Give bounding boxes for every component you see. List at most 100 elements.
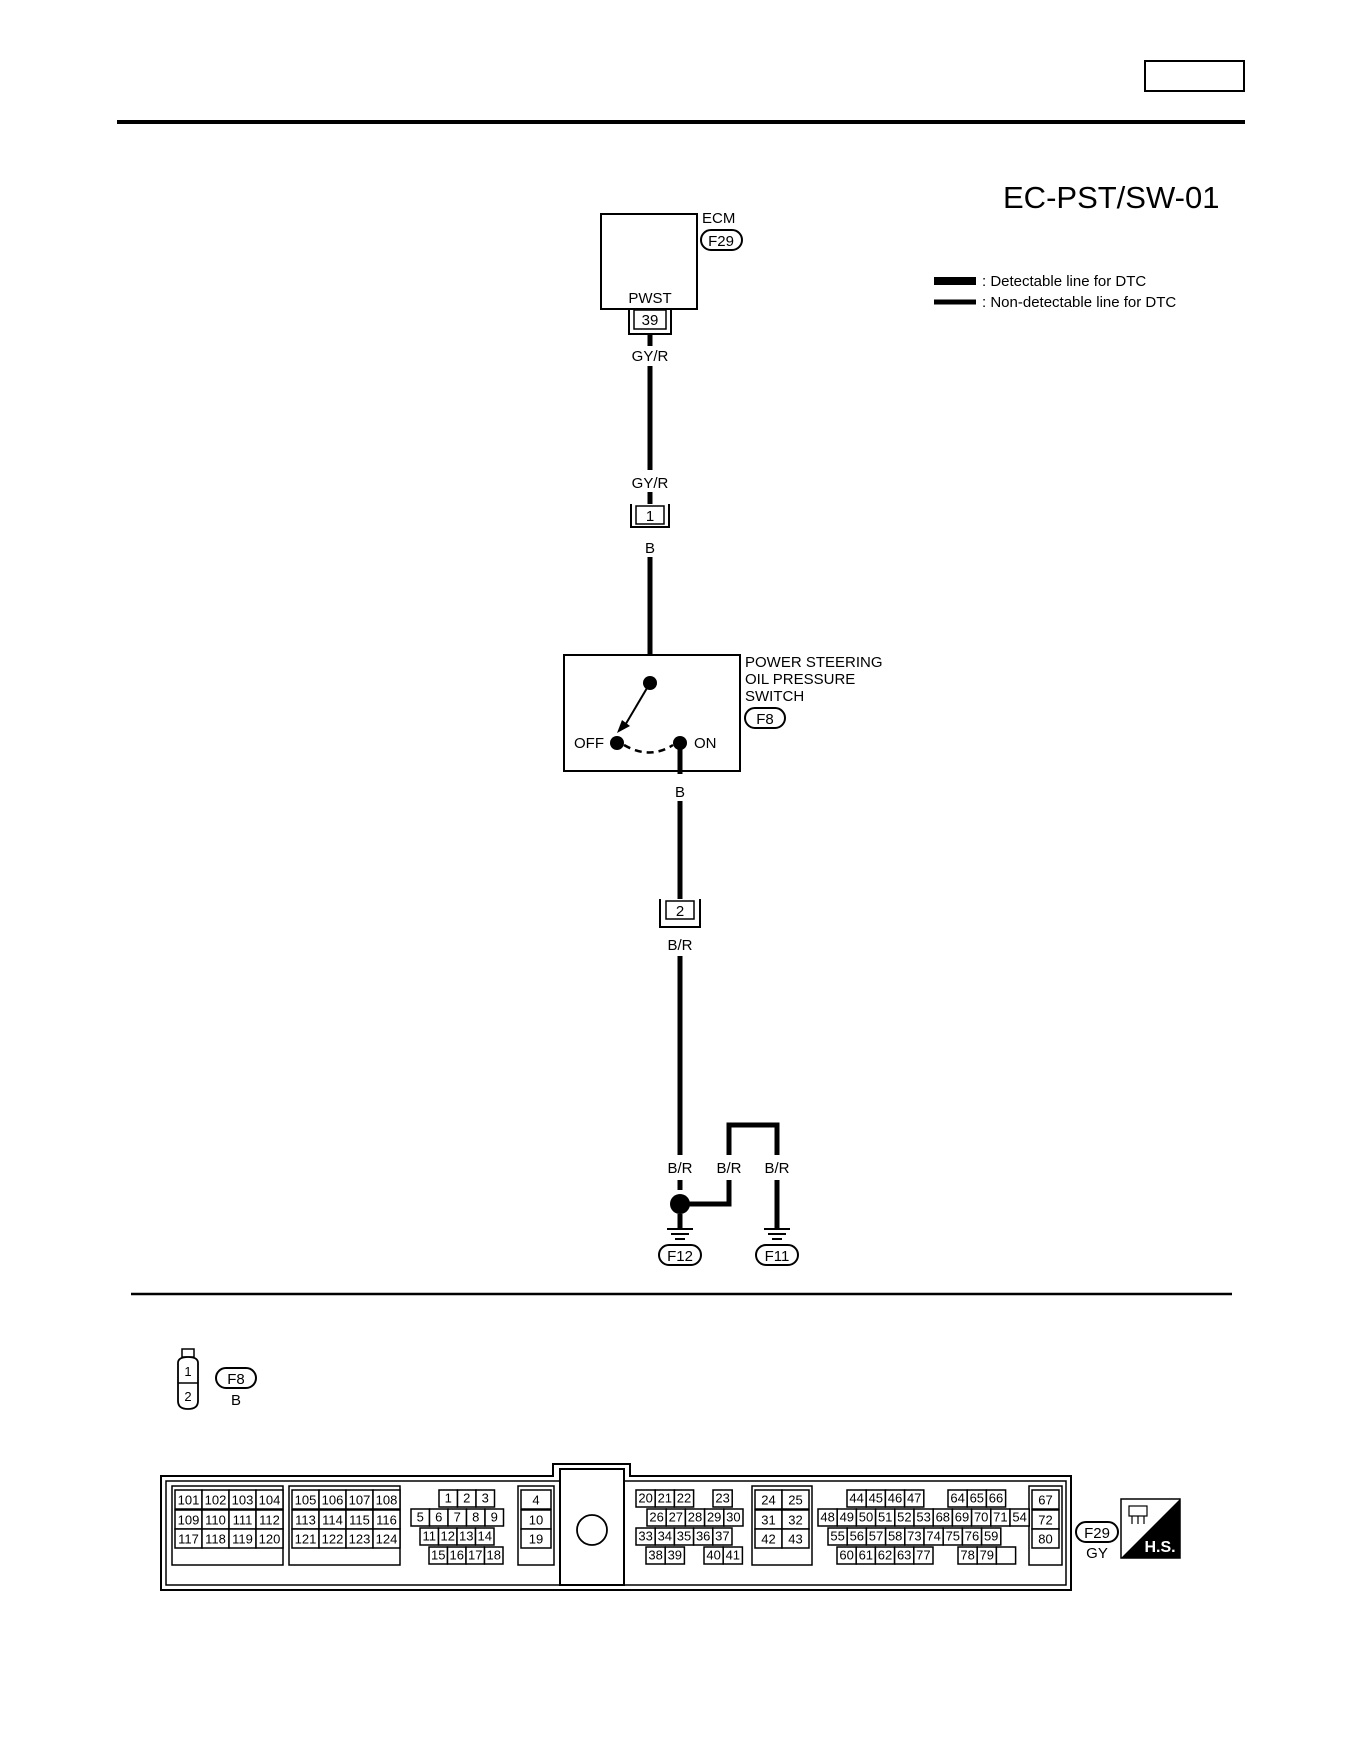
f29-pin-54-cell xyxy=(1009,1508,1030,1527)
f29-pin-19: 19 xyxy=(529,1532,543,1547)
f29-pin-67: 67 xyxy=(1038,1493,1052,1508)
f29-pin-108-cell xyxy=(372,1489,401,1510)
switch-off-contact xyxy=(610,736,624,750)
switch-connector-badge xyxy=(744,707,786,729)
f29-pin-63: 63 xyxy=(897,1548,911,1563)
f29-pin-124: 124 xyxy=(376,1532,398,1547)
f29-pin-118: 118 xyxy=(205,1532,226,1547)
f29-pin-11: 11 xyxy=(423,1529,437,1544)
joint1-terminal: 1 xyxy=(646,508,654,525)
f29-pin-20: 20 xyxy=(638,1491,652,1506)
switch-box xyxy=(563,654,741,772)
f29-pin-22: 22 xyxy=(677,1491,691,1506)
f29-pin-61: 61 xyxy=(859,1548,873,1563)
f29-pin-25: 25 xyxy=(788,1493,802,1508)
f29-pin-41: 41 xyxy=(726,1548,740,1563)
ecm-component: ECM F29 PWST 39 GY/R xyxy=(600,210,743,365)
f29-connector-id: F29 xyxy=(1084,1525,1110,1542)
f29-pin-42: 42 xyxy=(761,1532,775,1547)
f29-pin-51: 51 xyxy=(878,1510,892,1525)
f8-pin-2: 2 xyxy=(184,1389,191,1404)
f29-pin-21: 21 xyxy=(658,1491,672,1506)
f29-pin-26: 26 xyxy=(649,1510,663,1525)
f29-pin-76: 76 xyxy=(965,1529,979,1544)
hs-badge-text: H.S. xyxy=(1144,1539,1175,1556)
f29-pin-30: 30 xyxy=(726,1510,740,1525)
switch-name-line-1: POWER STEERING xyxy=(745,654,883,671)
hs-badge: H.S. xyxy=(1120,1498,1181,1559)
f29-pin-68: 68 xyxy=(936,1510,950,1525)
switch-on-label: ON xyxy=(694,735,717,752)
f29-pin-59: 59 xyxy=(984,1529,998,1544)
switch-travel-arc xyxy=(623,743,674,754)
f29-pin-59-cell xyxy=(980,1527,1002,1546)
f29-pin-41-cell xyxy=(722,1546,744,1565)
legend: : Detectable line for DTC : Non-detectab… xyxy=(934,273,1176,311)
f29-pin-3-cell xyxy=(475,1489,496,1508)
f29-pin-53: 53 xyxy=(916,1510,930,1525)
f29-pin-31: 31 xyxy=(761,1513,775,1528)
f29-pin-71: 71 xyxy=(993,1510,1007,1525)
f29-pin-75: 75 xyxy=(946,1529,960,1544)
f29-pin-65: 65 xyxy=(970,1491,984,1506)
hs-connector-icon xyxy=(1128,1505,1148,1517)
f29-pin-37-cell xyxy=(712,1527,733,1546)
f29-pin-39-cell xyxy=(664,1546,686,1565)
joint2-terminal: 2 xyxy=(676,903,684,920)
joint-connector-1: 1 B xyxy=(630,504,670,557)
f29-pin-30-cell xyxy=(723,1508,744,1527)
f29-pin-113: 113 xyxy=(295,1513,316,1528)
f29-pin-4-cell xyxy=(520,1489,552,1510)
f29-pin-119: 119 xyxy=(232,1532,253,1547)
f29-pin-25-cell xyxy=(781,1489,810,1510)
f29-pin-14-cell xyxy=(474,1527,495,1546)
f29-pin-107: 107 xyxy=(349,1493,371,1508)
connector-view-f8: 1 2 F8 B xyxy=(177,1348,257,1410)
legend-non-detectable-label: : Non-detectable line for DTC xyxy=(982,294,1176,311)
f29-pin-5: 5 xyxy=(417,1510,424,1525)
f29-pin-12: 12 xyxy=(441,1529,455,1544)
ecm-connector-id: F29 xyxy=(708,233,734,250)
ecm-terminal-label: PWST xyxy=(628,290,671,307)
joint-connector-2: 2 B/R xyxy=(659,899,701,954)
f29-pin-28: 28 xyxy=(688,1510,702,1525)
f29-pin-39: 39 xyxy=(668,1548,682,1563)
f29-pin-23: 23 xyxy=(715,1491,729,1506)
f29-pin-36: 36 xyxy=(696,1529,710,1544)
f29-pin-47: 47 xyxy=(907,1491,921,1506)
switch-arm xyxy=(623,682,651,728)
f8-connector-color: B xyxy=(231,1392,241,1409)
switch-name-line-2: OIL PRESSURE xyxy=(745,671,855,688)
ecm-connector-badge xyxy=(700,229,743,251)
f29-pin-8: 8 xyxy=(472,1510,479,1525)
switch-wire-out-color: B xyxy=(675,784,685,801)
f29-pin-24: 24 xyxy=(761,1493,775,1508)
f29-pin-10: 10 xyxy=(529,1513,543,1528)
f29-pin-18-cell xyxy=(483,1546,504,1565)
f29-pin-54: 54 xyxy=(1012,1510,1026,1525)
f29-pin-6: 6 xyxy=(435,1510,442,1525)
f29-pin-48: 48 xyxy=(820,1510,834,1525)
f29-pin-80: 80 xyxy=(1038,1532,1052,1547)
f29-pin-74: 74 xyxy=(926,1529,940,1544)
switch-off-label: OFF xyxy=(574,735,604,752)
f29-pin-55: 55 xyxy=(830,1529,844,1544)
f29-pin-67-cell xyxy=(1031,1489,1060,1510)
f29-pin-120-cell xyxy=(255,1528,284,1549)
f29-pin-35: 35 xyxy=(677,1529,691,1544)
f29-pin-104: 104 xyxy=(259,1493,281,1508)
ecm-terminal-box xyxy=(633,309,667,330)
f29-pin-114: 114 xyxy=(322,1513,343,1528)
f29-pin-124-cell xyxy=(372,1528,401,1549)
f29-pin-23-cell xyxy=(712,1489,733,1508)
f29-pin-19-cell xyxy=(520,1528,552,1549)
f29-pin-undefined-cell xyxy=(995,1546,1017,1565)
f29-pin-57: 57 xyxy=(869,1529,883,1544)
f29-pin-66-cell xyxy=(985,1489,1007,1508)
f29-pin-101: 101 xyxy=(178,1493,200,1508)
f29-pin-58: 58 xyxy=(888,1529,902,1544)
f29-pin-49: 49 xyxy=(840,1510,854,1525)
